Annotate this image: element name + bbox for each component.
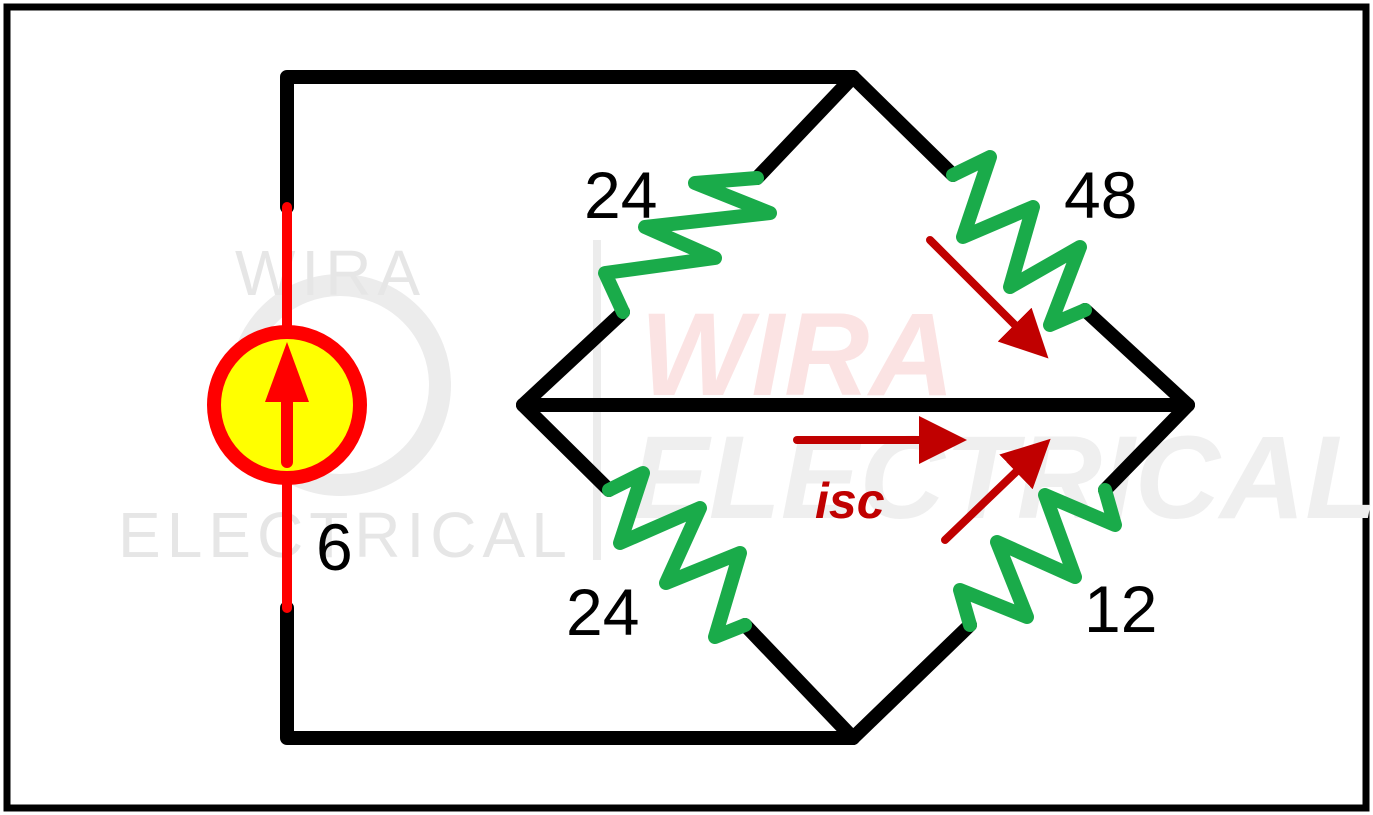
current-source-arrow-up-icon (265, 342, 309, 468)
watermark-left-line1: WIRA (235, 237, 426, 309)
resistor-top-right (946, 150, 1092, 332)
wire-r3-to-bottom (738, 618, 860, 745)
current-source (207, 202, 367, 613)
arrow-right-down-icon (926, 236, 1049, 359)
label-resistor-bottom-right: 12 (1084, 572, 1157, 646)
label-resistor-top-left: 24 (584, 158, 657, 232)
label-current: isc (815, 473, 885, 529)
wire-top-to-r2 (846, 70, 960, 182)
wire-bottom-left (280, 601, 860, 745)
resistor-bottom-left (602, 466, 752, 644)
label-resistor-top-right: 48 (1064, 158, 1137, 232)
watermark-left-line2: ELECTRICAL (118, 499, 573, 571)
wire-r4-to-bottom (846, 618, 977, 745)
watermark-center-line2: ELECTRICAL (630, 412, 1373, 544)
label-source-value: 6 (316, 510, 353, 584)
arrow-right-up-icon (941, 438, 1051, 544)
resistor-bottom-right (953, 483, 1122, 632)
wire-top-left (280, 70, 860, 214)
resistors (598, 150, 1122, 644)
label-resistor-bottom-left: 24 (566, 575, 639, 649)
current-arrows (793, 236, 1051, 544)
resistor-top-left (598, 171, 777, 319)
wires (280, 70, 1195, 745)
wire-top-to-r1 (750, 70, 860, 185)
